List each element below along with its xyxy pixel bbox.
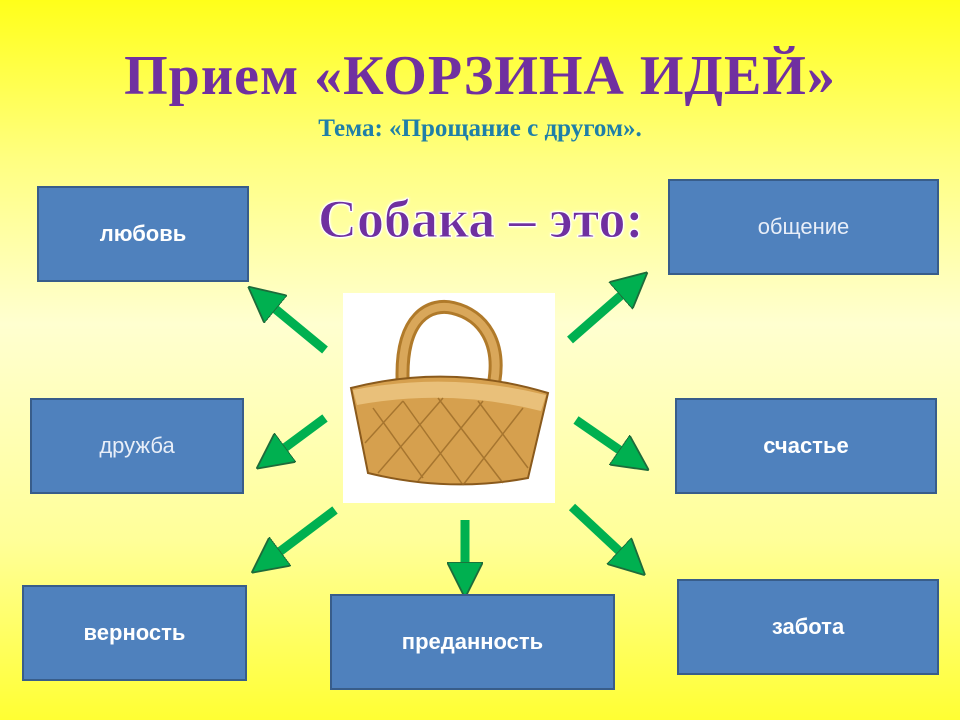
idea-box-happiness: счастье <box>675 398 937 494</box>
idea-box-care: забота <box>677 579 939 675</box>
arrow-loyalty <box>266 506 338 562</box>
idea-box-friendship: дружба <box>30 398 244 494</box>
arrow-love <box>262 298 328 354</box>
arrow-happiness <box>573 416 634 460</box>
idea-box-communication: общение <box>668 179 939 275</box>
arrow-care <box>568 503 632 563</box>
idea-box-loyalty: верность <box>22 585 247 681</box>
idea-box-love: любовь <box>37 186 249 282</box>
basket-image <box>343 293 555 503</box>
slide-subtitle: Тема: «Прощание с другом». <box>318 115 642 142</box>
slide-title: Прием «КОРЗИНА ИДЕЙ» <box>124 45 836 107</box>
idea-box-devotion: преданность <box>330 594 615 690</box>
arrow-friendship <box>271 414 328 458</box>
central-heading: Собака – это: <box>317 189 644 250</box>
arrow-communication <box>567 284 634 344</box>
